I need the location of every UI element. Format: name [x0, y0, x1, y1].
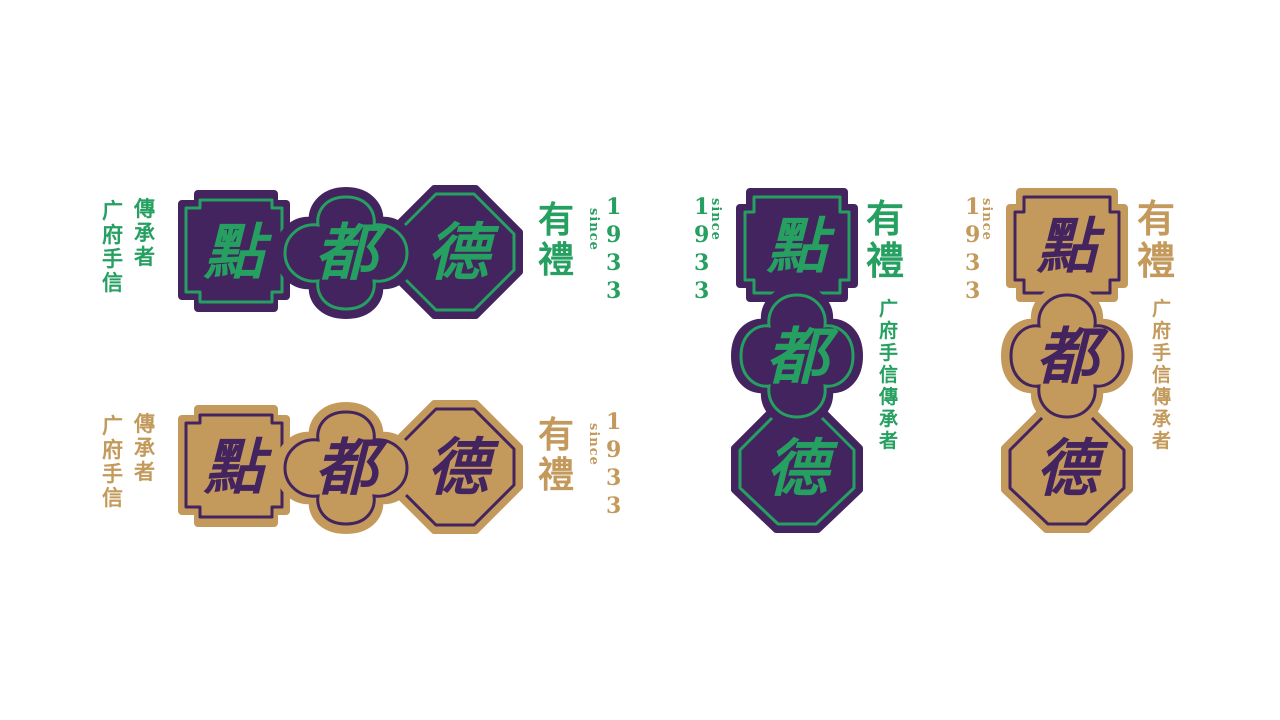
slogan-char: 府	[1152, 320, 1172, 342]
brand-char-de: 德	[427, 431, 500, 504]
brand-char-dian: 點	[766, 212, 836, 282]
slogan-char: 者	[1152, 430, 1172, 452]
year-digit: 3	[606, 250, 622, 276]
brand-char-de: 德	[427, 216, 500, 289]
slogan-char: 傳	[134, 196, 155, 221]
tagline-char: 禮	[538, 454, 575, 496]
tagline-char: 禮	[866, 238, 905, 283]
slogan-char: 广	[879, 298, 899, 320]
brand-char-de: 德	[766, 432, 839, 505]
year-digit: 3	[694, 250, 710, 276]
slogan-char: 信	[102, 270, 123, 295]
year-digit: 9	[965, 222, 981, 248]
brand-char-dian: 點	[203, 218, 273, 288]
year-digit: 9	[606, 437, 622, 463]
slogan-char: 信	[102, 485, 123, 510]
year-1933: 1 9 3 3	[965, 196, 980, 308]
year-digit: 3	[606, 278, 622, 304]
slogan-char: 广	[102, 413, 123, 438]
octagon-shape	[1001, 403, 1133, 533]
slogan-char: 傳	[879, 386, 899, 408]
slogan-char: 承	[1152, 408, 1172, 430]
brand-char-dian: 點	[1036, 212, 1106, 282]
slogan-char: 手	[102, 246, 123, 271]
year-digit: 1	[606, 194, 622, 220]
tagline: 有 禮	[1137, 200, 1175, 284]
year-digit: 1	[694, 194, 710, 220]
quatrefoil-shape	[274, 186, 418, 320]
slogan-char: 傳	[1152, 386, 1172, 408]
tagline: 有 禮	[866, 200, 904, 284]
slogan-char: 信	[1152, 364, 1172, 386]
slogan-char: 广	[1152, 298, 1172, 320]
logo-emblem-vertical: 點 都 德	[1000, 188, 1134, 533]
year-digit: 3	[965, 278, 981, 304]
octagon-shape	[731, 403, 863, 533]
year-digit: 3	[606, 493, 622, 519]
tagline-char: 禮	[1137, 238, 1176, 283]
brand-char-du: 都	[315, 216, 388, 289]
slogan-column: 广 府 手 信 傳 承 者	[879, 300, 898, 454]
tagline-char: 禮	[538, 239, 575, 281]
year-digit: 1	[965, 194, 981, 220]
since-label: since	[586, 423, 601, 466]
slogan-char: 傳	[134, 411, 155, 436]
slogan-char: 手	[1152, 342, 1172, 364]
slogan-char: 广	[102, 198, 123, 223]
slogan-column-2: 广 府 手 信	[102, 415, 123, 511]
logo-emblem-vertical: 點 都 德	[730, 188, 864, 533]
slogan-char: 承	[879, 408, 899, 430]
year-1933: 1 9 3 3	[694, 196, 709, 308]
slogan-char: 府	[879, 320, 899, 342]
slogan-char: 手	[879, 342, 899, 364]
since-label: since	[979, 198, 994, 241]
tagline-char: 有	[538, 199, 575, 241]
tagline: 有 禮	[538, 202, 574, 282]
tagline: 有 禮	[538, 417, 574, 497]
logo-emblem-horizontal: 點 都 德	[178, 400, 523, 535]
tagline-char: 有	[1137, 196, 1176, 241]
year-1933: 1 9 3 3	[606, 411, 621, 523]
since-label: since	[708, 198, 723, 241]
notched-square-shape	[178, 405, 290, 527]
brand-char-du: 都	[315, 431, 388, 504]
slogan-char: 者	[134, 459, 155, 484]
year-digit: 3	[694, 278, 710, 304]
slogan-column-1: 傳 承 者	[134, 413, 155, 485]
notched-square-shape	[178, 190, 290, 312]
since-label: since	[586, 208, 601, 251]
slogan-char: 承	[134, 435, 155, 460]
year-digit: 9	[606, 222, 622, 248]
notched-square-shape	[736, 188, 858, 302]
year-digit: 3	[965, 250, 981, 276]
slogan-char: 者	[879, 430, 899, 452]
slogan-column-1: 傳 承 者	[134, 198, 155, 270]
slogan-char: 承	[134, 220, 155, 245]
slogan-char: 信	[879, 364, 899, 386]
quatrefoil-shape	[730, 284, 864, 428]
tagline-char: 有	[538, 414, 575, 456]
brand-char-dian: 點	[203, 433, 273, 503]
slogan-char: 者	[134, 244, 155, 269]
tagline-char: 有	[866, 196, 905, 241]
year-digit: 9	[694, 222, 710, 248]
brand-char-du: 都	[766, 320, 839, 393]
quatrefoil-shape	[1000, 284, 1134, 428]
slogan-char: 府	[102, 222, 123, 247]
quatrefoil-shape	[274, 401, 418, 535]
year-1933: 1 9 3 3	[606, 196, 621, 308]
slogan-column: 广 府 手 信 傳 承 者	[1152, 300, 1171, 454]
brand-char-de: 德	[1036, 432, 1109, 505]
slogan-char: 府	[102, 437, 123, 462]
year-digit: 1	[606, 409, 622, 435]
slogan-char: 手	[102, 461, 123, 486]
logo-emblem-horizontal: 點 都 德	[178, 185, 523, 320]
brand-char-du: 都	[1036, 320, 1109, 393]
year-digit: 3	[606, 465, 622, 491]
notched-square-shape	[1006, 188, 1128, 302]
slogan-column-2: 广 府 手 信	[102, 200, 123, 296]
